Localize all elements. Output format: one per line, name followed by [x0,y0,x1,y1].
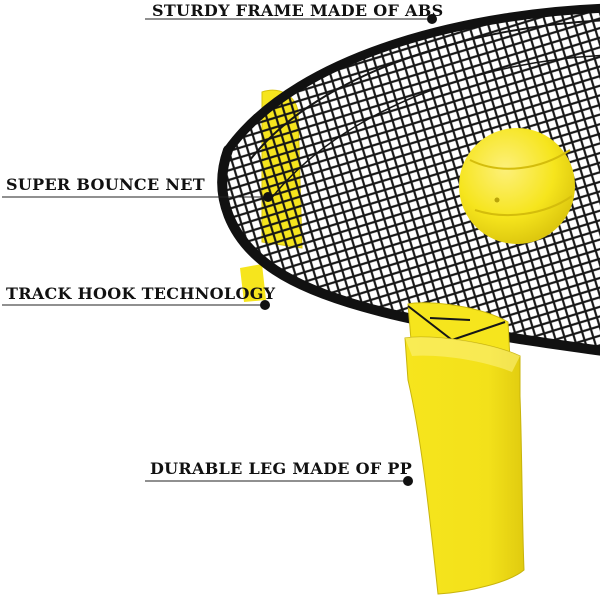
ball [459,128,575,244]
frame-rim [217,3,600,356]
callout-lines [2,14,437,486]
hook-callout-label: TRACK HOOK TECHNOLOGY [6,284,276,303]
net-callout-label: SUPER BOUNCE NET [6,175,205,194]
front-leg [404,302,525,595]
leg-callout-label: DURABLE LEG MADE OF PP [150,459,413,478]
frame-callout-label: STURDY FRAME MADE OF ABS [152,1,444,20]
